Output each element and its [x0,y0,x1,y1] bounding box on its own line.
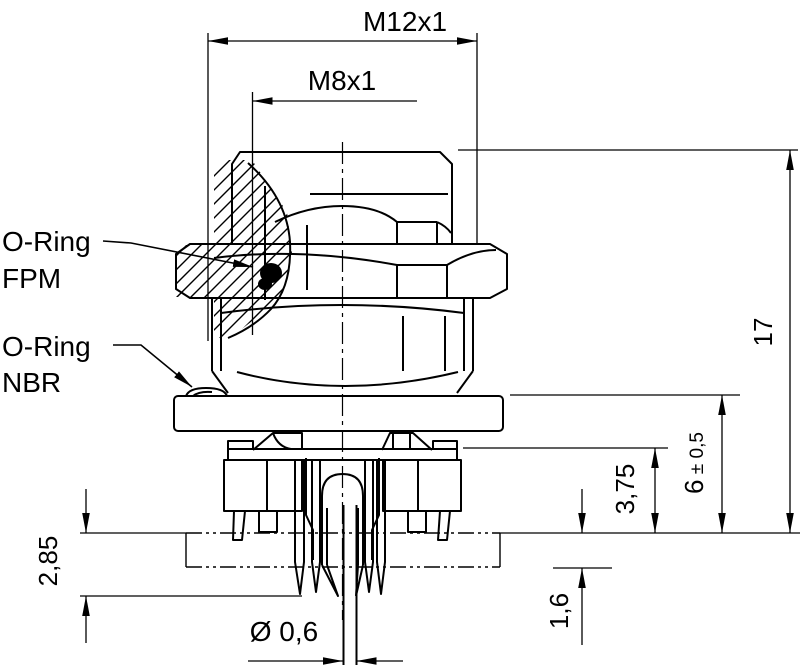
drawing-texts: M12x1 M8x1 17 6 ± 0,5 3,75 1,6 2,85 Ø 0,… [2,6,778,647]
pcb-phantom-outline [185,532,501,568]
carrier-step-right [432,440,458,450]
washer [173,395,504,432]
solder-leg-left-inner [258,510,278,533]
solder-leg-left-outer [232,510,246,541]
threaded-body [211,298,474,394]
threaded-body-facets [402,316,446,371]
leader-arrow-fpm [102,240,254,268]
dim-text-6-value: 6 [679,479,709,493]
dim-text-m12x1: M12x1 [363,6,447,37]
dim-text-2-85: 2,85 [33,536,63,587]
o-ring-fpm-section [258,263,282,290]
dim-text-3-75: 3,75 [610,464,640,515]
left-fork [294,460,321,595]
hex-flange-facets [396,249,497,297]
dim-text-17: 17 [748,318,778,347]
section-cutaway [227,162,308,339]
hex-flange-outline [175,243,508,299]
threaded-body-top-arc [220,304,465,314]
center-pin [342,505,358,665]
carrier-block-right [382,459,462,512]
top-nut-hex-arc [274,205,398,223]
washer-outline [173,395,504,432]
o-ring-nbr-section [185,387,228,397]
label-o-ring-nbr-line2: NBR [2,367,61,398]
o-ring-nbr-shape [185,387,228,397]
dimension-system [80,33,800,665]
threaded-body-bottom-arc [236,371,459,387]
hex-flange-arc-left [213,252,398,266]
leader-arrow-nbr [113,344,193,388]
carrier-band [227,448,458,461]
solder-leg-right-inner [407,510,427,533]
dim-text-1-6: 1,6 [544,593,574,629]
dim-text-pin-diameter: Ø 0,6 [250,616,318,647]
dim-text-6-tolerance: ± 0,5 [687,432,708,479]
o-ring-fpm-blob-2 [258,278,272,290]
label-o-ring-fpm-line1: O-Ring [2,226,91,257]
carrier-step-left [227,440,254,450]
center-fork-dome [321,473,364,512]
carrier-clip-right [381,432,433,451]
connector-body [173,151,508,665]
hatch-lines [176,160,292,338]
threaded-body-chamfers [211,370,474,394]
o-ring-fpm-blob [260,263,282,283]
hex-flange [175,243,508,299]
center-fork-legs [321,508,364,565]
label-o-ring-nbr-line1: O-Ring [2,331,91,362]
label-o-ring-fpm-line2: FPM [2,263,61,294]
solder-leg-right-outer [437,510,451,541]
right-fork [364,460,386,595]
section-break-curve [227,162,292,339]
dim-text-6: 6 ± 0,5 [679,432,709,494]
threaded-body-edges [211,298,474,371]
carrier-clip-left [252,432,303,451]
top-nut-hex-facets [396,221,452,244]
pcb-edges [185,533,501,567]
dim-text-m8x1: M8x1 [308,65,376,96]
carrier-block-left [223,459,303,512]
contact-forks [294,460,386,597]
section-hatching [176,160,292,338]
pcb-phantom-lines [186,532,500,568]
